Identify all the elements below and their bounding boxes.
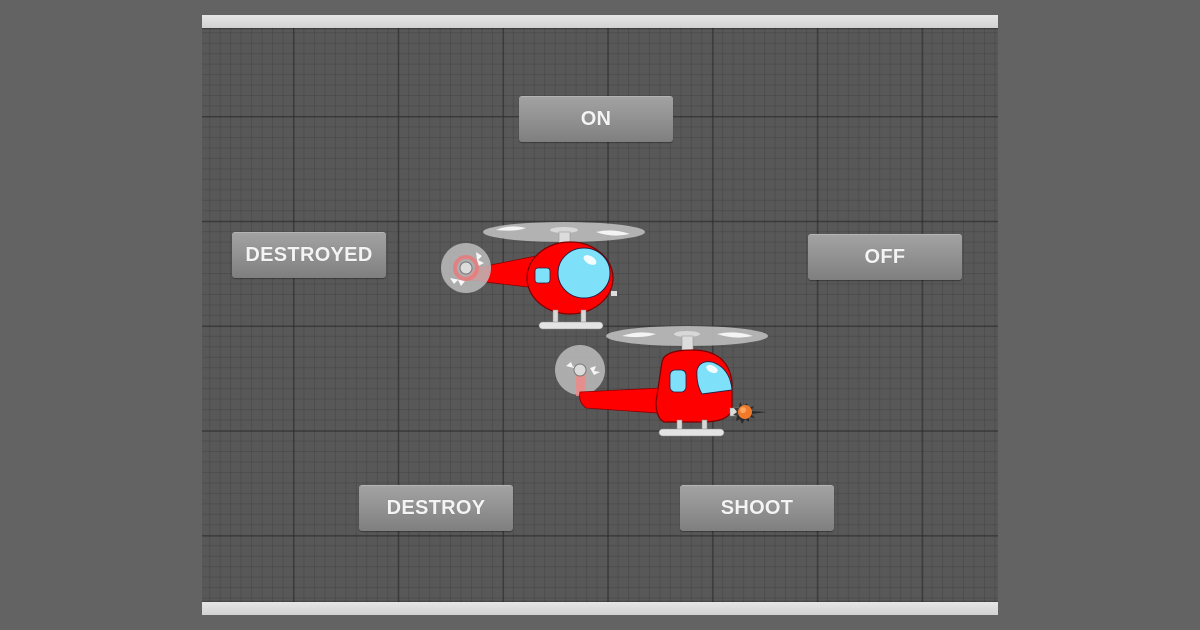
top-bar xyxy=(202,15,998,28)
muzzle-flash-icon xyxy=(733,402,767,424)
shoot-button[interactable]: SHOOT xyxy=(680,485,834,531)
game-stage: ON DESTROYED OFF DESTROY SHOOT xyxy=(202,15,998,615)
destroyed-button[interactable]: DESTROYED xyxy=(232,232,386,278)
helicopter-1-icon[interactable] xyxy=(436,218,656,333)
destroy-button[interactable]: DESTROY xyxy=(359,485,513,531)
helicopter-2-icon[interactable] xyxy=(552,322,782,437)
bottom-bar xyxy=(202,602,998,615)
on-button[interactable]: ON xyxy=(519,96,673,142)
off-button[interactable]: OFF xyxy=(808,234,962,280)
